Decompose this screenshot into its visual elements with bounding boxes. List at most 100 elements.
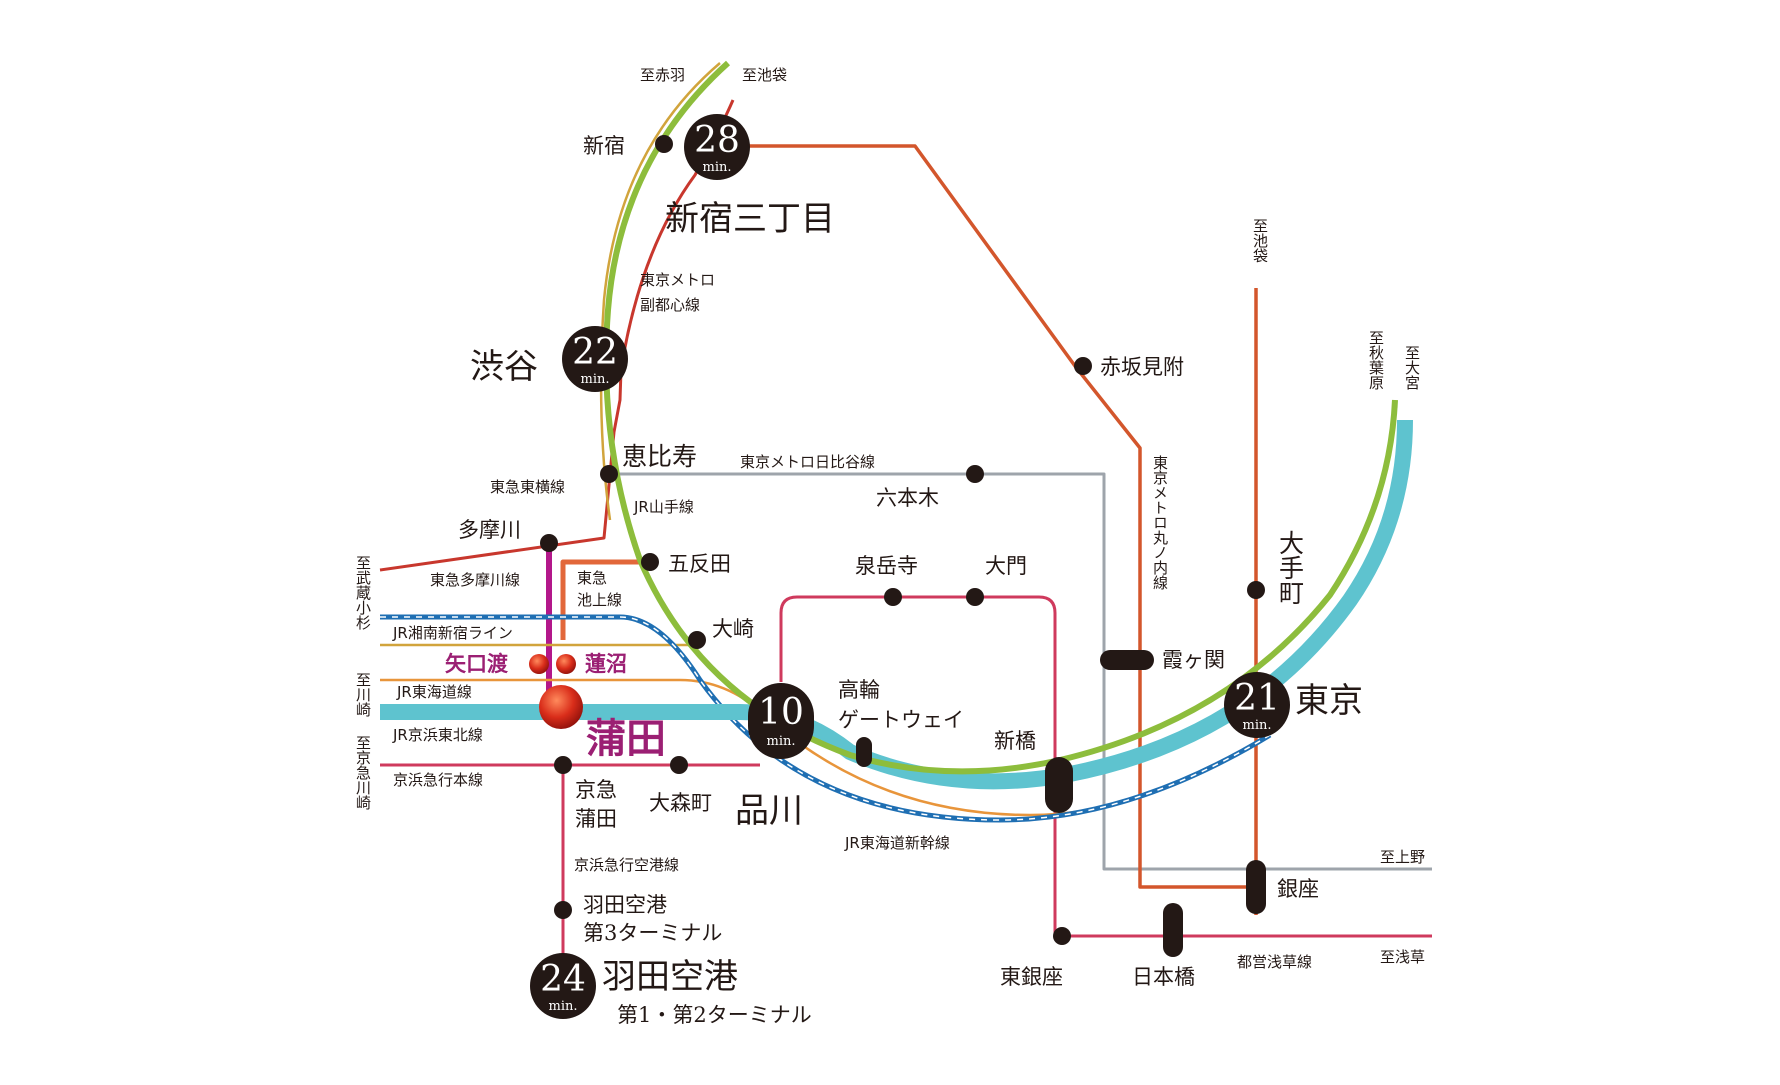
ball-yaguchinowatashi (529, 654, 549, 674)
dot-tamagawa (540, 534, 558, 552)
shonan-shinjuku-arc (599, 62, 721, 521)
asakusa-loop (779, 595, 1432, 938)
station-shibuya: 渋谷 (470, 347, 538, 387)
badge-shibuya: 22 min. (562, 326, 628, 392)
dot-osaki (688, 631, 706, 649)
bar-shimbashi (1045, 757, 1073, 813)
label-ikegami-2: 池上線 (577, 591, 622, 609)
badge-shinjuku-sanchome: 28 min. (684, 114, 750, 180)
station-otemachi: 大手町 (1276, 530, 1305, 605)
dot-gotanda (641, 553, 659, 571)
dir-omiya: 至大宮 (1403, 345, 1421, 390)
station-takanawa-2: ゲートウェイ (838, 708, 964, 732)
station-roppongi: 六本木 (876, 486, 939, 510)
label-keihin-tohoku: JR京浜東北線 (392, 726, 483, 744)
label-tamagawa: 東急多摩川線 (430, 571, 520, 589)
travel-time-badges: 28 min. 22 min. 10 min. 21 min. 24 min. (530, 114, 1290, 1019)
dot-keikyu-kamata (554, 756, 572, 774)
direction-labels: 至赤羽 至池袋 至池袋 至秋葉原 至大宮 至武蔵小杉 至川崎 至京急川崎 至上野… (354, 66, 1425, 966)
dot-otemachi (1247, 581, 1265, 599)
svg-text:min.: min. (549, 999, 578, 1014)
ikegami-line (560, 559, 650, 640)
label-toyoko: 東急東横線 (490, 478, 565, 496)
bar-kasumigaseki (1100, 650, 1154, 670)
station-daimon: 大門 (985, 554, 1027, 578)
dir-kawasaki: 至川崎 (354, 672, 372, 717)
label-fukutoshin-1: 東京メトロ (640, 271, 715, 289)
label-fukutoshin-2: 副都心線 (640, 296, 700, 314)
station-haneda-t3-1: 羽田空港 (583, 893, 667, 917)
station-haneda-t3-2: 第3ターミナル (583, 921, 722, 945)
dot-ebisu (600, 465, 618, 483)
dot-shinjuku (655, 135, 673, 153)
dot-omorimachi (670, 756, 688, 774)
station-haneda-t12: 第1・第2ターミナル (617, 1003, 812, 1027)
dir-ueno: 至上野 (1380, 848, 1425, 866)
bar-ginza (1246, 860, 1266, 914)
label-tokaido: JR東海道線 (396, 683, 472, 701)
station-haneda-airport: 羽田空港 (602, 957, 738, 997)
station-tokyo: 東京 (1295, 681, 1363, 721)
label-ikegami-1: 東急 (577, 569, 607, 587)
ball-hasunuma (556, 654, 576, 674)
dot-roppongi (966, 465, 984, 483)
station-ebisu: 恵比寿 (622, 442, 697, 471)
station-gotanda: 五反田 (668, 552, 731, 576)
label-yamanote: JR山手線 (633, 498, 694, 516)
marunouchi-line (748, 144, 1256, 889)
station-higashi-ginza: 東銀座 (1000, 965, 1063, 989)
svg-text:min.: min. (767, 734, 796, 749)
hibiya-line (609, 472, 1432, 871)
svg-text:21: 21 (1234, 678, 1280, 719)
svg-text:min.: min. (1243, 718, 1272, 733)
station-keikyu-kamata-2: 蒲田 (575, 807, 617, 831)
station-shinjuku: 新宿 (583, 134, 625, 158)
shinkansen-line-inner (380, 616, 1271, 821)
label-shonan-shinjuku: JR湘南新宿ライン (392, 624, 513, 642)
ball-kamata (539, 685, 583, 729)
badge-tokyo: 21 min. (1224, 672, 1290, 738)
badge-haneda: 24 min. (530, 953, 596, 1019)
station-osaki: 大崎 (712, 617, 754, 641)
keihin-tohoku-line (380, 419, 1413, 790)
station-sengakuji: 泉岳寺 (855, 554, 918, 578)
dir-akabane: 至赤羽 (640, 66, 685, 84)
station-shinjuku-sanchome: 新宿三丁目 (665, 199, 835, 239)
station-hasunuma: 蓮沼 (585, 651, 627, 676)
station-kasumigaseki: 霞ヶ関 (1162, 648, 1225, 672)
label-keikyu-airport: 京浜急行空港線 (574, 856, 679, 874)
station-shimbashi: 新橋 (994, 729, 1036, 753)
station-ginza: 銀座 (1277, 877, 1319, 901)
station-shinagawa: 品川 (735, 791, 803, 831)
station-tamagawa: 多摩川 (458, 518, 521, 542)
station-nihombashi: 日本橋 (1132, 965, 1195, 989)
dir-keikyu-kawasaki: 至京急川崎 (354, 735, 372, 810)
dot-haneda-t3 (554, 901, 572, 919)
dir-akihabara: 至秋葉原 (1367, 330, 1385, 390)
badge-shinagawa: 10 min. (748, 683, 814, 759)
station-keikyu-kamata-1: 京急 (575, 778, 617, 802)
label-hibiya: 東京メトロ日比谷線 (740, 453, 875, 471)
svg-text:24: 24 (540, 959, 586, 1000)
dir-ikebukuro-right: 至池袋 (1251, 218, 1269, 263)
dot-higashi-ginza (1053, 927, 1071, 945)
dir-musashi-kosugi: 至武蔵小杉 (354, 555, 372, 630)
label-asakusa: 都営浅草線 (1237, 953, 1312, 971)
station-akasaka-mitsuke: 赤坂見附 (1100, 355, 1184, 379)
bar-takanawa-gateway (856, 737, 872, 767)
svg-text:28: 28 (694, 120, 740, 161)
dir-ikebukuro-top: 至池袋 (742, 66, 787, 84)
home-kamata: 矢口渡 蓮沼 蒲田 (445, 651, 666, 762)
bar-nihombashi (1163, 903, 1183, 957)
station-yaguchinowatashi: 矢口渡 (445, 651, 509, 676)
svg-text:min.: min. (581, 372, 610, 387)
station-kamata: 蒲田 (586, 715, 666, 762)
station-takanawa-1: 高輪 (838, 678, 880, 702)
route-lines (379, 60, 1432, 975)
station-omorimachi: 大森町 (649, 791, 712, 815)
tokaido-line (380, 678, 1261, 817)
station-markers (540, 135, 1266, 957)
dot-daimon (966, 588, 984, 606)
svg-text:min.: min. (703, 160, 732, 175)
